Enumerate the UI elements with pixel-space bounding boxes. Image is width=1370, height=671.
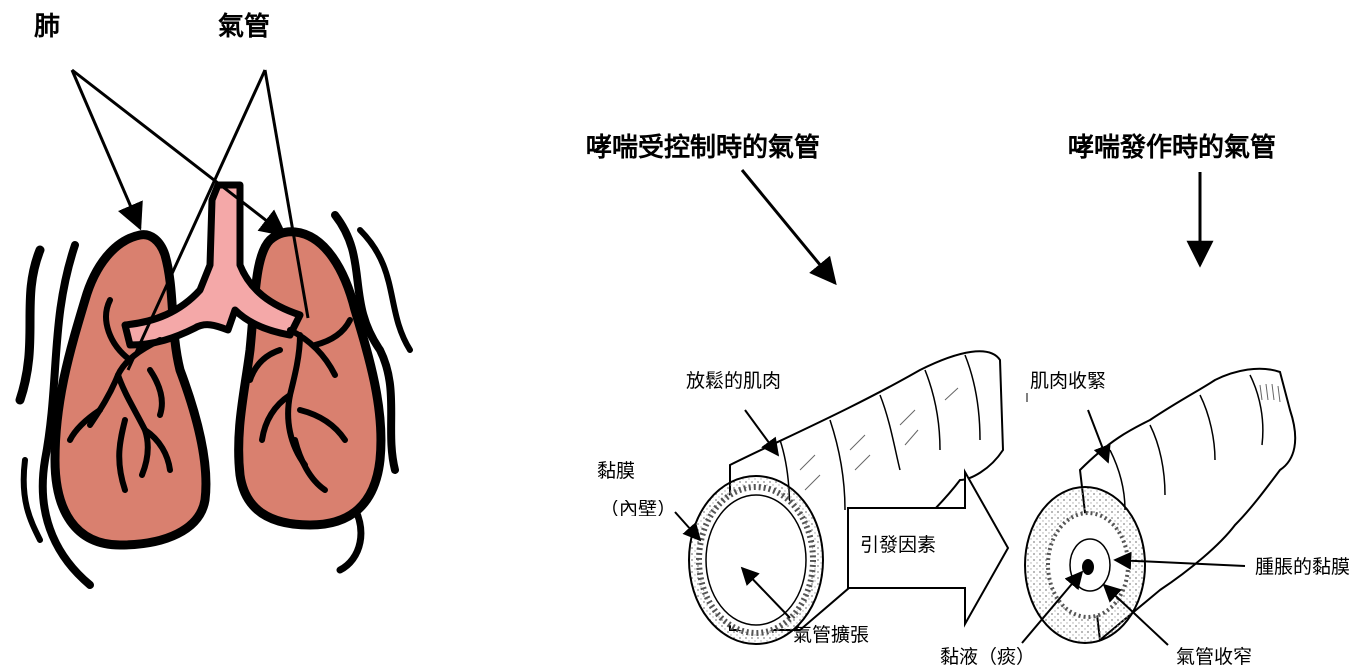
dilated-pointer (740, 566, 791, 619)
left-lung (50, 230, 211, 550)
mucus-label: 黏液（痰） (940, 646, 1036, 668)
motion-line-left-2 (38, 241, 94, 589)
dilated-airway-label: 氣管擴張 (793, 624, 870, 646)
inner-wall-label: （內壁） (600, 500, 677, 516)
controlled-title-arrow (740, 169, 837, 286)
mucus-blob (1082, 559, 1094, 575)
lung-pointer-left (70, 69, 143, 231)
trachea-label: 氣管 (218, 12, 271, 42)
muscle-contract-pointer (1087, 409, 1111, 464)
relaxed-muscle-label: 放鬆的肌肉 (686, 370, 782, 392)
swollen-mucosa-pointer (1113, 551, 1246, 570)
swollen-mucosa-label: 腫脹的黏膜 (1255, 556, 1351, 578)
motion-line-left-3 (20, 457, 43, 543)
relaxed-muscle-pointer (744, 409, 780, 457)
motion-line-right-2 (357, 227, 413, 353)
mucosa-pointer (674, 511, 702, 542)
right-bronchi (247, 317, 353, 493)
attack-airway-title: 哮喘發作時的氣管 (1068, 133, 1277, 163)
left-bronchi (67, 297, 173, 493)
narrowed-airway-label: 氣管收窄 (1176, 646, 1253, 668)
mucosa-label: 黏膜 (597, 460, 636, 482)
lung-label: 肺 (34, 12, 61, 42)
relaxed-airway-tube (688, 350, 1005, 645)
trachea-pointer-left (126, 69, 267, 371)
trachea-pointer-right (263, 69, 310, 319)
motion-line-left-1 (15, 245, 45, 405)
trachea-shape (121, 181, 304, 349)
narrowed-pointer (1102, 583, 1169, 646)
muscle-contract-label: 肌肉收緊 (1030, 370, 1107, 392)
mucus-pointer (1021, 570, 1084, 644)
trigger-arrow (847, 468, 1010, 628)
trigger-label: 引發因素 (860, 534, 937, 556)
constricted-airway-tube (1024, 367, 1297, 644)
motion-line-right-1 (331, 211, 399, 474)
lung-pointer-right (71, 68, 288, 237)
relaxed-tube-lumen (705, 494, 807, 626)
lungs-illustration (15, 68, 413, 589)
controlled-airway-title: 哮喘受控制時的氣管 (586, 133, 821, 163)
